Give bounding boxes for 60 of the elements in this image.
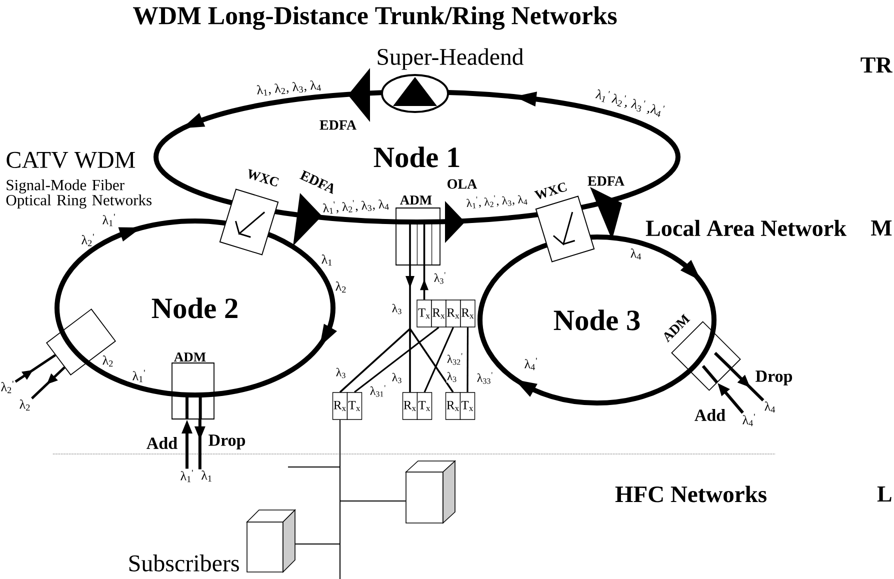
transceiver-cell: T$_{x}$ <box>346 392 362 420</box>
wavelength-label: λ$_{4}$ <box>764 402 776 412</box>
box-label: ADM <box>400 196 432 204</box>
transceiver-cell: R$_{x}$ <box>445 392 461 420</box>
wavelength-label: λ$_{1}$$^{'}$, λ$_{2}$$^{'}$, λ$_{3}$, λ$_{4}$ <box>466 195 528 208</box>
transceiver-cell: R$_{x}$ <box>332 392 348 420</box>
side-heading: M <box>871 220 892 236</box>
transceiver-cell: T$_{x}$ <box>416 392 432 420</box>
edge-label: λ$_{32}$' <box>446 352 464 366</box>
side-heading: TR <box>860 57 892 73</box>
transceiver-cell: R$_{x}$ <box>460 300 476 328</box>
wavelength-label: λ$_{3}$ <box>392 304 402 314</box>
amplifier-label: EDFA <box>320 120 356 130</box>
wavelength-label: λ$_{1}$' <box>180 470 193 482</box>
edge-label: Drop <box>208 434 246 450</box>
region-subtitle: Signal-Mode Fiber Optical Ring Networks <box>6 179 152 209</box>
edge-label: λ$_{3}$ <box>446 371 458 383</box>
edge-label: λ$_{3}$ <box>335 367 347 379</box>
wavelength-label: λ$_{1}$ <box>201 470 212 482</box>
transceiver-cell: R$_{x}$ <box>431 300 446 328</box>
box-label: WXC <box>248 168 279 186</box>
transceiver-cell: T$_{x}$ <box>460 392 476 420</box>
arrow <box>730 368 764 402</box>
arrow <box>339 264 454 394</box>
edge-label: Add <box>694 408 726 422</box>
wavelength-label: λ$_{1}$' <box>132 370 145 382</box>
bus-line <box>288 419 406 579</box>
wavelength-label: λ$_{4}$' <box>524 358 537 370</box>
transceiver-cell: R$_{x}$ <box>446 300 461 328</box>
edge-label: λ$_{31}$' <box>369 384 387 398</box>
wavelength-label: λ$_{2}$' <box>82 234 94 246</box>
region-title: CATV WDM <box>6 152 135 168</box>
edge-label: Drop <box>754 370 794 386</box>
title: WDM Long-Distance Trunk/Ring Networks <box>133 6 617 30</box>
transceiver-cell: R$_{x}$ <box>402 392 418 420</box>
wavelength-label: λ$_{1}$$^{'}$ λ$_{2}$$^{'}$, λ$_{3}$$^{'}$ ,λ$_{4}$' <box>595 89 665 117</box>
wavelength-label: λ$_{4}$' <box>742 414 755 426</box>
region-title: HFC Networks <box>615 486 766 502</box>
edge-label: Add <box>146 436 178 450</box>
wavelength-label: λ$_{2}$ <box>20 399 30 411</box>
wavelength-label: λ$_{1}$ <box>322 254 332 266</box>
wavelength-label: λ$_{2}$ <box>102 355 113 367</box>
side-heading: L <box>877 486 892 502</box>
box-label: WXC <box>534 182 567 200</box>
arrow <box>14 354 56 383</box>
caption-text: Subscribers <box>129 554 239 572</box>
region-title: Local Area Network <box>646 220 846 236</box>
edge-label: λ$_{33}$' <box>476 372 494 384</box>
edge-label: λ$_{3}$ <box>391 372 403 384</box>
edge-label: λ$_{3}$' <box>433 272 447 284</box>
wavelength-label: λ$_{2}$' <box>1 380 14 394</box>
amplifier-label: EDFA <box>588 176 624 186</box>
box-label: ADM <box>174 352 206 362</box>
wavelength-label: λ$_{1}$, λ$_{2}$, λ$_{3}$, λ$_{4}$ <box>256 80 322 96</box>
arrow <box>31 366 66 400</box>
wavelength-label: λ$_{1}$$^{'}$, λ$_{2}$$^{'}$, λ$_{3}$, λ$_{4}$ <box>323 200 389 214</box>
wavelength-label: λ$_{4}$ <box>630 248 642 260</box>
wavelength-label: λ$_{1}$' <box>102 214 115 226</box>
amplifier-label: OLA <box>448 179 478 189</box>
transceiver-cell: T$_{x}$ <box>416 300 432 328</box>
